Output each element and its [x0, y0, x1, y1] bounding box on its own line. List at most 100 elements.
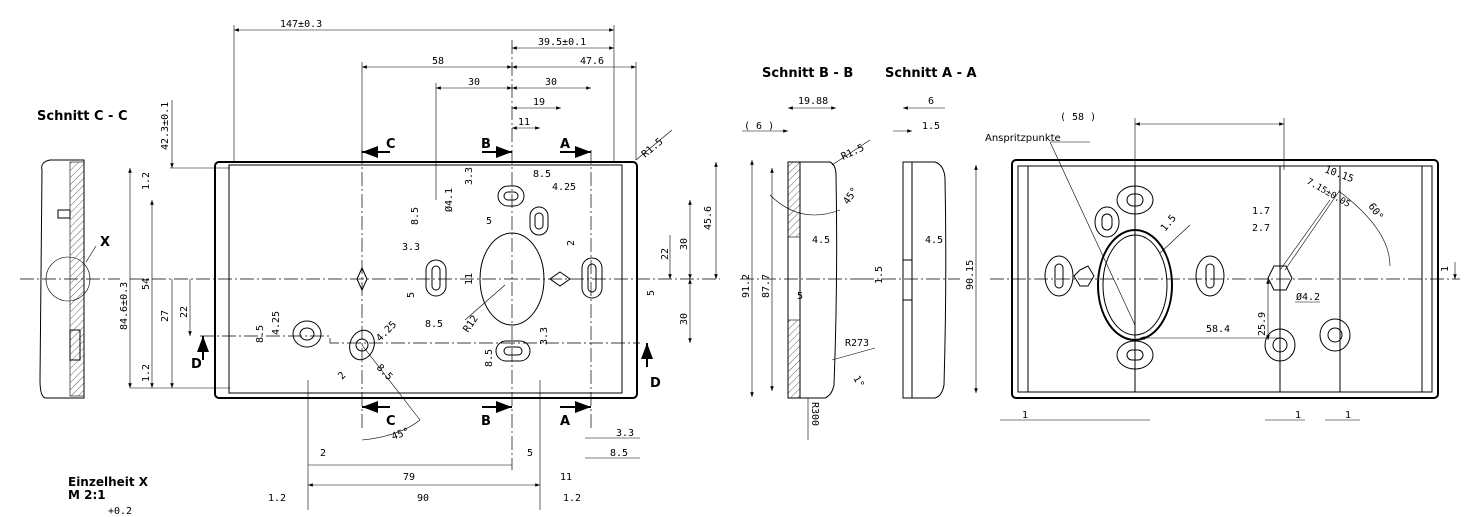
dim-label: 5: [646, 290, 657, 296]
section-marker-c-top: C: [386, 137, 396, 152]
detail-tolerance: +0.2: [108, 506, 132, 517]
dim-label: 5: [797, 291, 803, 302]
dim-radius: R1.5: [640, 136, 666, 160]
dim-label: 1.2: [141, 172, 152, 190]
screw-boss: [1116, 185, 1154, 215]
dim-radius: R12: [461, 314, 480, 335]
section-markers: C B A C B A D D: [191, 137, 661, 429]
dim-label: 79: [403, 472, 415, 483]
dim-label: 45.6: [703, 206, 714, 230]
dim-label: 8.5: [425, 319, 443, 330]
dim-label: 1: [1440, 266, 1451, 272]
mounting-slot: [497, 185, 525, 207]
dim-label: 2: [320, 448, 326, 459]
section-marker-a-top: A: [560, 137, 570, 152]
screw-boss: [1044, 255, 1074, 297]
dim-label: 1.5: [922, 121, 940, 132]
dim-label: 30: [468, 77, 480, 88]
dim-label: 10.15: [1323, 164, 1355, 185]
dim-label: 8.5: [533, 169, 551, 180]
injection-points-label: Anspritzpunkte: [985, 133, 1061, 144]
detail-x-caption: Einzelheit X M 2:1 +0.2: [68, 475, 149, 517]
cable-opening: [479, 232, 545, 326]
section-marker-b-top: B: [481, 137, 491, 152]
dim-label: 58.4: [1206, 324, 1230, 335]
dim-label: ( 6 ): [744, 121, 774, 132]
dim-label: 1.5: [874, 266, 885, 284]
dim-angle: 45°: [841, 186, 860, 207]
section-marker-a-bottom: A: [560, 414, 570, 429]
dim-label: 8.5: [374, 362, 395, 383]
dim-label: 22: [660, 248, 671, 260]
dim-label: 4.25: [552, 182, 576, 193]
section-aa-title: Schnitt A - A: [885, 66, 977, 81]
mounting-slot: [425, 259, 447, 297]
dim-radius: R300: [809, 402, 820, 426]
dim-label: 1.2: [268, 493, 286, 504]
dim-label: 5: [527, 448, 533, 459]
cable-opening: [1097, 229, 1173, 341]
dim-label: 11: [560, 472, 572, 483]
dim-label: 30: [545, 77, 557, 88]
dim-label: 6: [928, 96, 934, 107]
front-dimension-lines: [128, 25, 718, 510]
hex-nut-pocket: [1267, 265, 1293, 291]
detail-scale: M 2:1: [68, 488, 106, 502]
dim-label: 2.7: [1252, 223, 1270, 234]
dim-angle: 1°: [850, 374, 866, 390]
dim-label: 39.5±0.1: [538, 37, 586, 48]
screw-boss: [1195, 255, 1225, 297]
dim-label: 8.5: [610, 448, 628, 459]
section-marker-d-left: D: [191, 357, 202, 372]
dim-label: 58: [432, 56, 444, 67]
dim-label: 1: [1295, 410, 1301, 421]
dim-label: 3.3: [539, 327, 550, 345]
dim-label: 4.5: [812, 235, 830, 246]
section-bb-title: Schnitt B - B: [762, 66, 853, 81]
dim-label: 5: [486, 216, 492, 227]
dim-label: 11: [464, 273, 475, 285]
dim-angle: 60°: [1366, 201, 1385, 222]
mounting-hole: [292, 320, 322, 348]
detail-title: Einzelheit X: [68, 475, 149, 489]
back-view: ( 58 ) Anspritzpunkte 10.15 7.15±0.05 60…: [985, 112, 1460, 421]
dim-label: 4.25: [271, 311, 282, 335]
front-view: [130, 40, 720, 470]
injection-point: [356, 266, 368, 292]
dim-label: 3.3: [402, 242, 420, 253]
dim-label: 11: [518, 117, 530, 128]
mounting-slot: [529, 206, 549, 236]
screw-boss: [1094, 206, 1120, 238]
dim-label: 19.88: [798, 96, 828, 107]
mounting-slot: [581, 257, 603, 299]
dim-label: 1: [1022, 410, 1028, 421]
dim-label: 47.6: [580, 56, 604, 67]
dim-label: 1.5: [1159, 213, 1179, 234]
section-marker-d-right: D: [650, 376, 661, 391]
dim-label: 3.3: [464, 167, 475, 185]
dim-label: 8.5: [484, 349, 495, 367]
dim-label: 2: [566, 240, 577, 246]
injection-point: [549, 271, 571, 287]
dim-label: 87.7: [761, 274, 772, 298]
dim-label: 8.5: [410, 207, 421, 225]
dim-label: 5: [406, 292, 417, 298]
dim-label: 25.9: [1257, 312, 1268, 336]
dim-label: 4.5: [925, 235, 943, 246]
dim-reference: ( 58 ): [1060, 112, 1096, 123]
dim-label: 42.3±0.1: [160, 102, 171, 150]
dim-label: 4.25: [374, 319, 399, 344]
section-bb-view: Schnitt B - B 19.88 ( 6 ) R1.5 45° 4.5 9…: [740, 66, 876, 440]
mounting-slot: [495, 340, 531, 362]
front-dimension-labels: 147±0.3 39.5±0.1 58 47.6 30 30 19 11 R1.…: [119, 19, 714, 504]
dim-diameter: Ø4.2: [1296, 291, 1320, 303]
dim-label: 8.5: [255, 325, 266, 343]
dim-label: 90: [417, 493, 429, 504]
screw-boss: [1116, 340, 1154, 370]
section-marker-b-bottom: B: [481, 414, 491, 429]
dim-label: 19: [533, 97, 545, 108]
detail-x-marker: X: [100, 235, 110, 250]
screw-boss: [1319, 318, 1351, 352]
section-aa-view: Schnitt A - A 6 1.5 4.5 1.5 90.15: [860, 66, 978, 399]
